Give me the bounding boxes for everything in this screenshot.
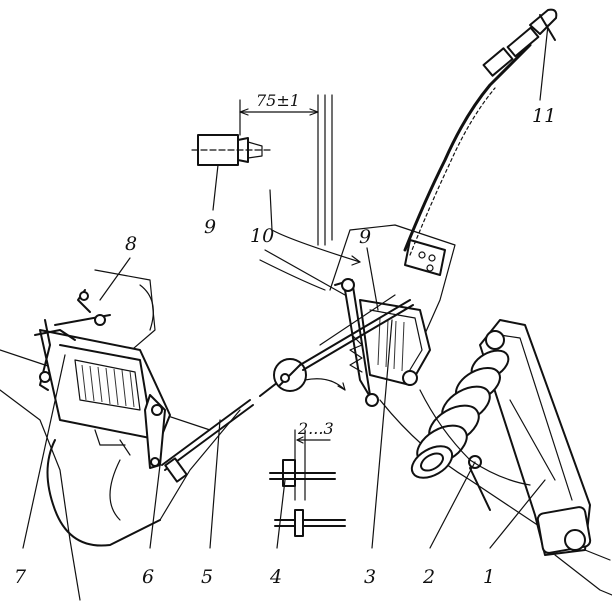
callout-6: 6 — [142, 566, 154, 588]
linkage-wire — [419, 389, 531, 486]
stop-screw-detail — [191, 94, 361, 266]
clearance-inset — [269, 429, 346, 537]
dimension-2-3: 2...3 — [297, 419, 334, 438]
callout-11: 11 — [532, 105, 556, 127]
rod-joint — [273, 358, 346, 392]
throttle-body-assembly — [34, 269, 171, 469]
callout-10: 10 — [250, 225, 274, 247]
control-cable — [403, 8, 558, 256]
accelerator-pedal — [479, 319, 592, 556]
leader-lines — [22, 24, 549, 549]
firewall-panel — [259, 224, 456, 346]
return-spring-bellows — [410, 349, 510, 511]
cable-clamp — [404, 239, 446, 276]
dimension-75: 75±1 — [256, 91, 300, 110]
callout-3: 3 — [364, 566, 376, 588]
callout-4: 4 — [269, 566, 282, 588]
callout-8: 8 — [125, 233, 137, 255]
callout-9-right: 9 — [359, 226, 371, 248]
callout-2: 2 — [422, 566, 435, 588]
callout-5: 5 — [201, 566, 213, 588]
callout-9-top: 9 — [204, 216, 216, 238]
bellcrank-bracket — [299, 278, 431, 407]
callout-7: 7 — [14, 566, 27, 588]
callout-1: 1 — [483, 566, 495, 588]
pull-rod — [161, 364, 301, 483]
